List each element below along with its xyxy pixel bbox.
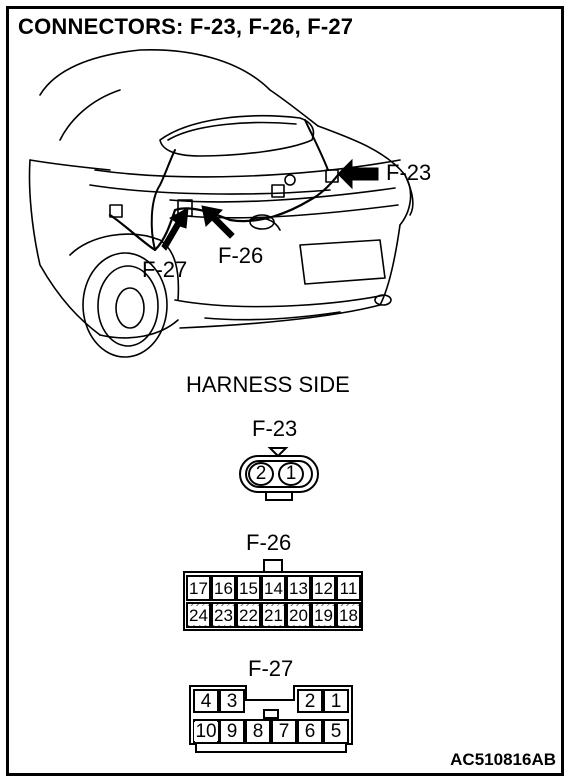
f27-pin: 6 [297, 719, 323, 744]
f27-pin: 5 [323, 719, 349, 744]
f27-pin: 10 [193, 719, 219, 744]
f26-pin: 15 [236, 575, 261, 601]
f23-pin-2: 2 [248, 462, 274, 486]
f26-pin: 12 [311, 575, 336, 601]
f26-pin: 19 [311, 602, 336, 628]
f26-pin: 13 [286, 575, 311, 601]
f26-pin: 23 [211, 602, 236, 628]
f23-pin-1: 1 [278, 462, 304, 486]
callout-f23: F-23 [386, 160, 432, 185]
callout-f26: F-26 [218, 243, 264, 268]
f26-pin: 11 [336, 575, 361, 601]
f26-pin: 17 [186, 575, 211, 601]
f23-connector-label: F-23 [252, 416, 298, 441]
f27-pin: 9 [219, 719, 245, 744]
f26-pin: 20 [286, 602, 311, 628]
f26-pin: 22 [236, 602, 261, 628]
diagram-frame [6, 6, 564, 776]
f27-pin: 4 [193, 689, 219, 713]
f27-connector-label: F-27 [248, 656, 294, 681]
f27-pin: 8 [245, 719, 271, 744]
f26-pin: 21 [261, 602, 286, 628]
callout-f27: F-27 [142, 257, 188, 282]
f26-pin: 24 [186, 602, 211, 628]
f27-pin: 7 [271, 719, 297, 744]
f27-pin: 3 [219, 689, 245, 713]
f26-pin: 16 [211, 575, 236, 601]
figure-code: AC510816AB [450, 750, 556, 769]
f26-connector-label: F-26 [246, 530, 292, 555]
f26-pin: 14 [261, 575, 286, 601]
f27-pin: 2 [297, 689, 323, 713]
f27-pin: 1 [323, 689, 349, 713]
harness-side-heading: HARNESS SIDE [186, 372, 350, 397]
diagram-title: CONNECTORS: F-23, F-26, F-27 [18, 14, 354, 39]
f26-pin: 18 [336, 602, 361, 628]
